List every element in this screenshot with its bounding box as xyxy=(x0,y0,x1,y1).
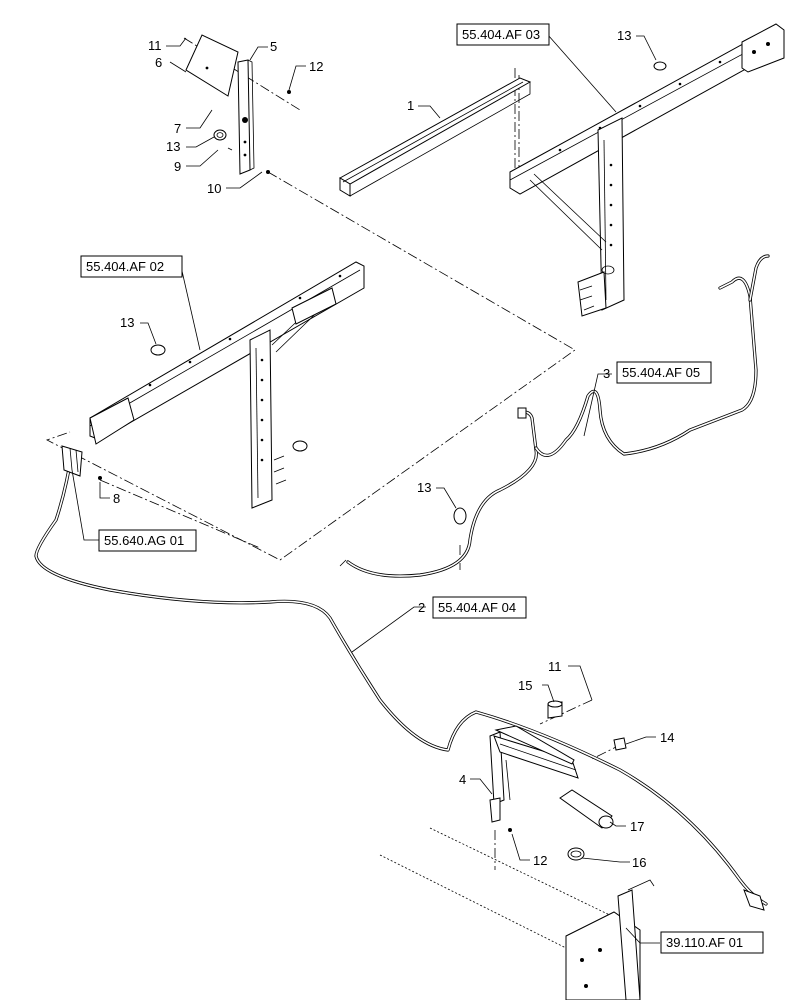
callout-11-low: 11 xyxy=(548,659,562,674)
callout-13-left: 13 xyxy=(166,139,180,154)
callout-12-low: 12 xyxy=(533,853,547,868)
callout-13-mid: 13 xyxy=(120,315,134,330)
callout-7: 7 xyxy=(174,121,181,136)
callout-16: 16 xyxy=(632,855,646,870)
clamp-13-topright xyxy=(653,61,667,71)
bracket-assembly-lower xyxy=(489,700,627,861)
callout-8: 8 xyxy=(113,491,120,506)
ref-box-af05[interactable] xyxy=(616,361,712,384)
ref-box-af04[interactable] xyxy=(432,596,527,619)
callout-numbers: 11 6 5 12 7 13 9 10 1 13 13 3 8 13 2 11 … xyxy=(113,28,674,870)
sleeve-17 xyxy=(559,789,613,829)
reference-boxes: 55.404.AF 03 55.404.AF 02 55.404.AF 05 5… xyxy=(80,23,764,954)
callout-10: 10 xyxy=(207,181,221,196)
ref-af02-label[interactable]: 55.404.AF 02 xyxy=(86,259,164,274)
callout-12-top: 12 xyxy=(309,59,323,74)
ref-110af01-label[interactable]: 39.110.AF 01 xyxy=(666,935,743,950)
ref-box-af02[interactable] xyxy=(80,255,183,278)
callout-13-low: 13 xyxy=(417,480,431,495)
ref-box-af03[interactable] xyxy=(456,23,550,46)
harness-2 xyxy=(34,445,768,911)
callout-15: 15 xyxy=(518,678,532,693)
callout-2: 2 xyxy=(418,600,425,615)
bracket-assembly-top xyxy=(185,34,291,175)
clip-14 xyxy=(613,737,627,751)
clamp-13-mid xyxy=(150,344,166,356)
callout-3: 3 xyxy=(603,366,610,381)
bracket-5 xyxy=(237,59,251,175)
assembly-guide-lines xyxy=(45,37,623,870)
leader-lines xyxy=(71,34,660,944)
harness-3 xyxy=(339,254,770,578)
callout-14: 14 xyxy=(660,730,674,745)
callout-6: 6 xyxy=(155,55,162,70)
ref-af03-label[interactable]: 55.404.AF 03 xyxy=(462,27,540,42)
callout-4: 4 xyxy=(459,772,466,787)
plate-6 xyxy=(185,34,239,97)
ref-af04-label[interactable]: 55.404.AF 04 xyxy=(438,600,516,615)
callout-9: 9 xyxy=(174,159,181,174)
callout-13-topright: 13 xyxy=(617,28,631,43)
hitch-assembly xyxy=(565,879,655,1000)
ref-box-110af01[interactable] xyxy=(660,931,764,954)
callout-11-top: 11 xyxy=(148,38,162,53)
callout-17: 17 xyxy=(630,819,644,834)
frame-left xyxy=(89,261,365,509)
ref-ag01-label[interactable]: 55.640.AG 01 xyxy=(104,533,184,548)
ref-box-ag01[interactable] xyxy=(98,529,197,552)
callout-5: 5 xyxy=(270,39,277,54)
ring-16 xyxy=(567,847,585,861)
rail-1 xyxy=(339,77,532,197)
frame-right-upper xyxy=(509,23,785,317)
callout-1: 1 xyxy=(407,98,414,113)
ref-af05-label[interactable]: 55.404.AF 05 xyxy=(622,365,700,380)
dotted-lines xyxy=(379,827,621,961)
clamp-13-left xyxy=(213,129,227,141)
clamp-13-low xyxy=(453,507,467,525)
